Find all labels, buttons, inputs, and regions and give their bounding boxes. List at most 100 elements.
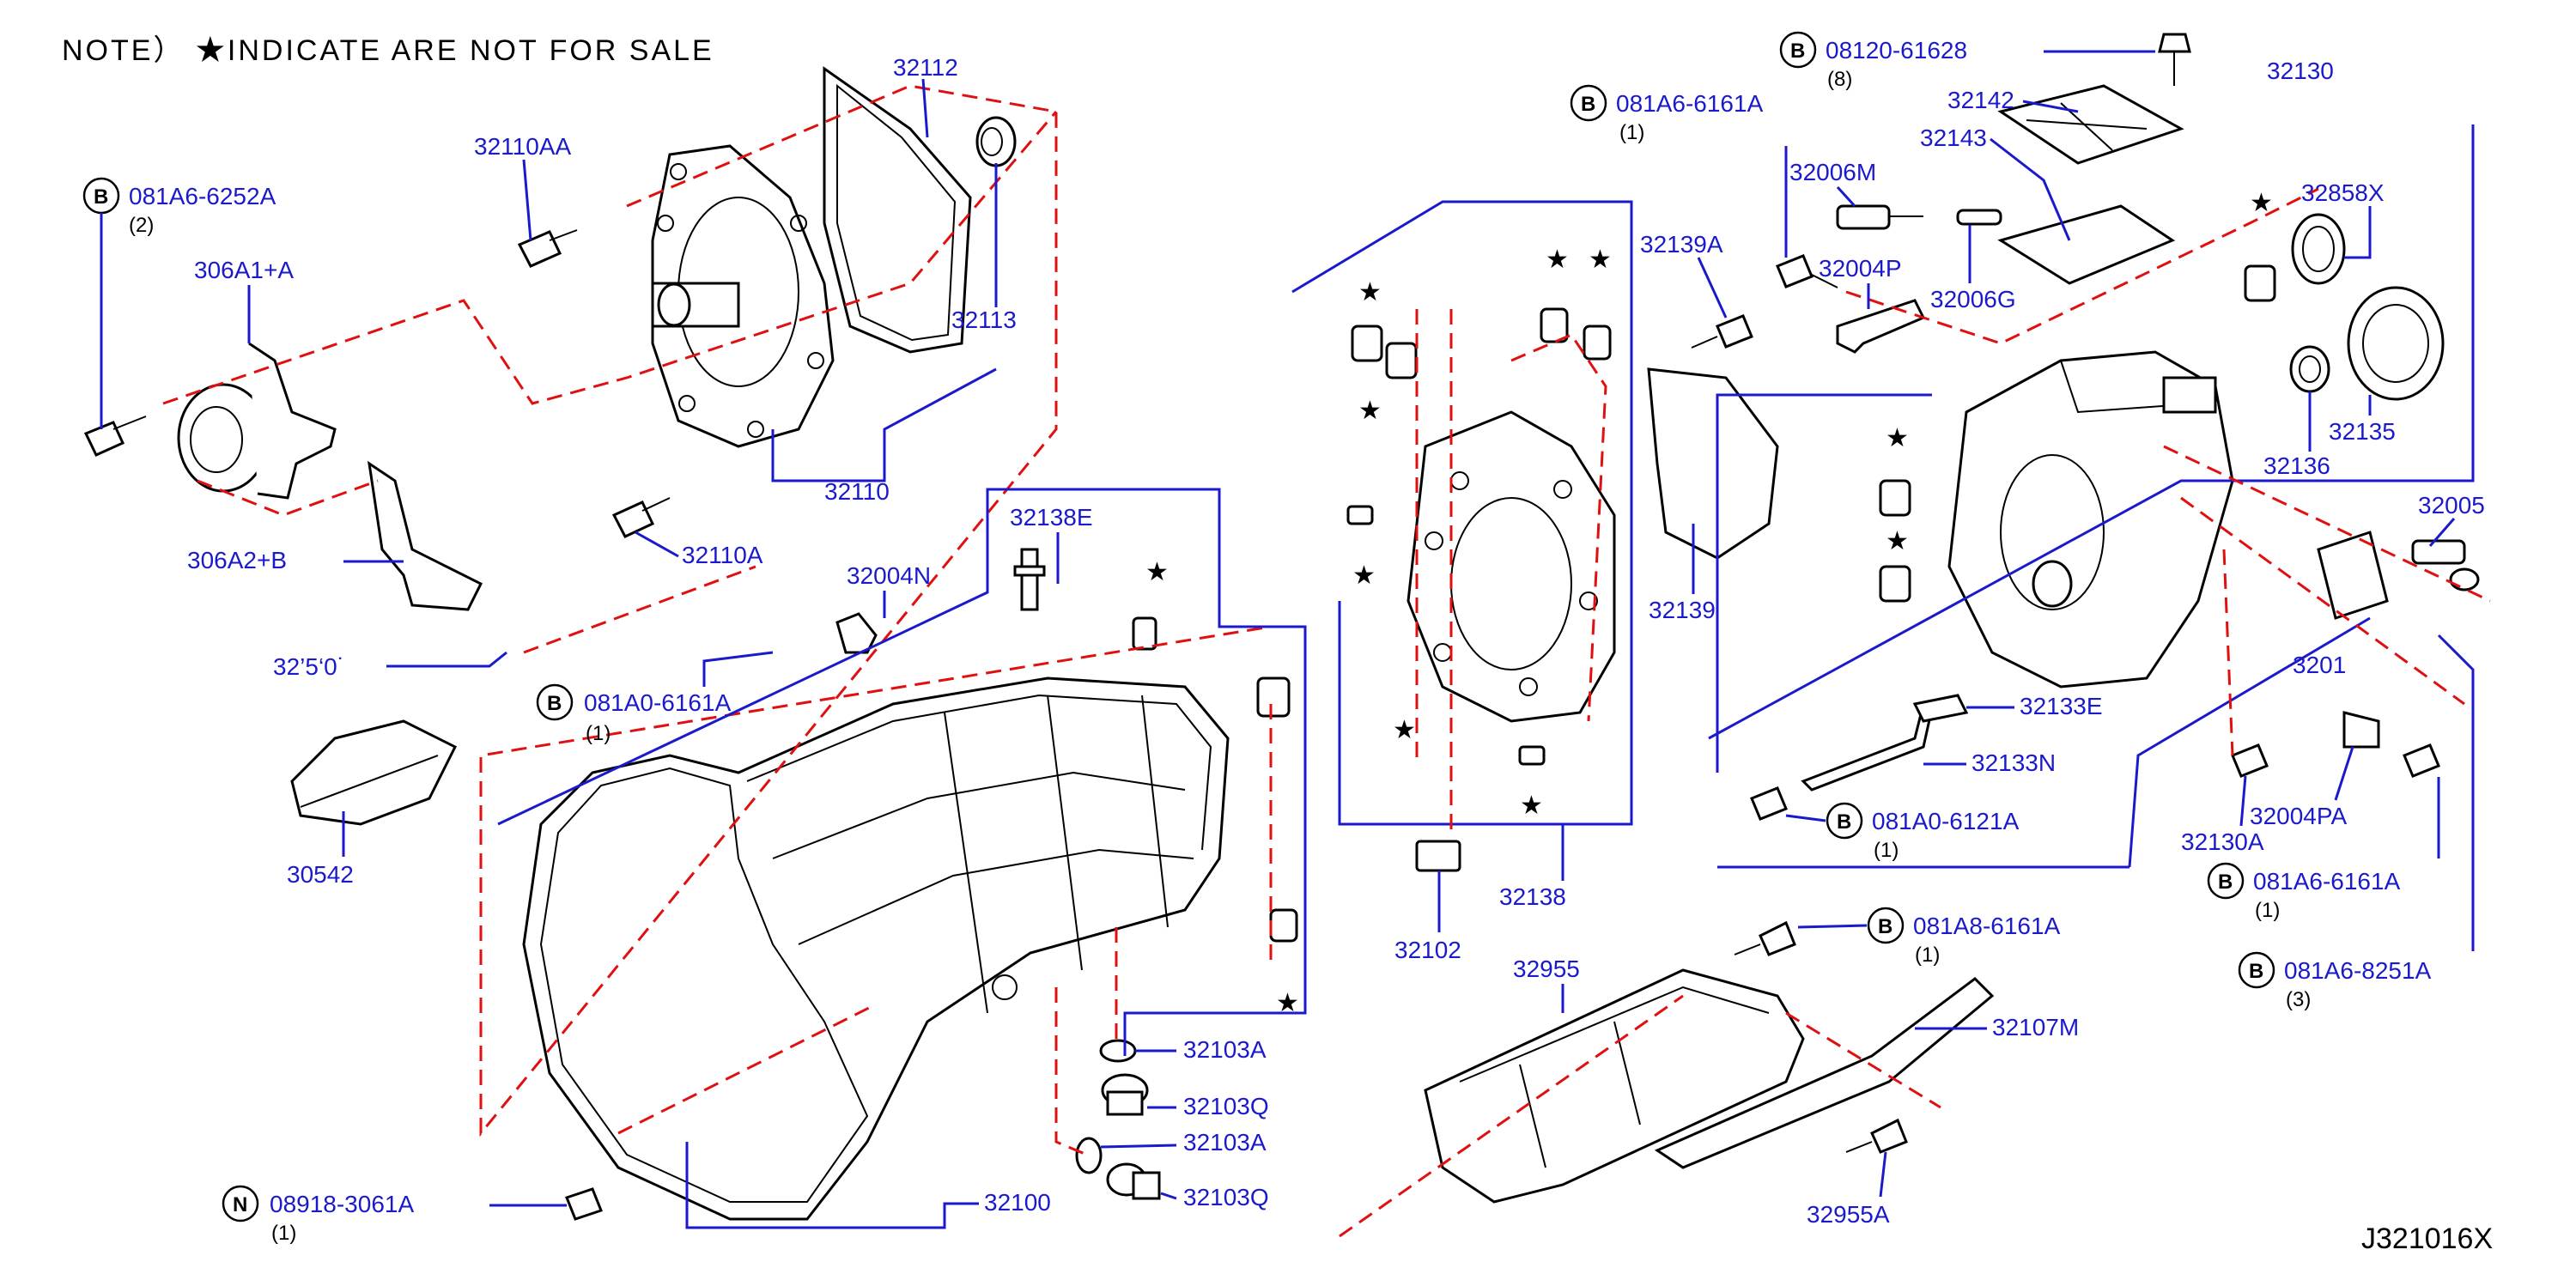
label-32858X: 32858X	[2301, 179, 2385, 206]
bushing-star-1	[1256, 676, 1291, 718]
cover-32142	[1997, 84, 2184, 165]
label-32110: 32110	[824, 478, 890, 505]
plug-08918-3061A	[565, 1187, 603, 1221]
svg-text:081A0-6121A: 081A0-6121A	[1872, 808, 2020, 834]
not-for-sale-star-6: ★	[1589, 245, 1612, 275]
bolt-08120-61628	[2158, 33, 2191, 86]
not-for-sale-star-3: ★	[1358, 277, 1382, 307]
svg-text:08918-3061A: 08918-3061A	[270, 1191, 414, 1217]
pin-32138E	[1013, 548, 1046, 611]
label-32103A-1: 32103A	[1183, 1036, 1267, 1063]
svg-text:B: B	[94, 185, 108, 209]
bolt-32130A	[2231, 743, 2269, 778]
svg-text:B: B	[547, 692, 562, 715]
seal-32136	[2289, 345, 2330, 393]
badge-label-081A6-6161A-right: B 081A6-6161A (1)	[2207, 777, 2440, 922]
not-for-sale-star-10: ★	[2250, 188, 2273, 218]
label-32006M: 32006M	[1789, 159, 1876, 185]
switch-32006M	[1836, 204, 1923, 230]
shift-rod-32133N	[1801, 701, 1934, 792]
bolt-081A6-6252A	[83, 416, 147, 457]
bolt-32110A	[611, 497, 671, 538]
label-3250x: 32’5‘0˙	[273, 653, 345, 680]
transmission-case-32100	[522, 676, 1230, 1221]
rear-housing-32130	[1947, 350, 2234, 689]
badge-label-08918-3061A: N 08918-3061A (1)	[222, 1185, 567, 1245]
not-for-sale-star-12: ★	[1886, 526, 1909, 556]
pin-star-8	[1518, 745, 1546, 766]
label-32955: 32955	[1513, 956, 1580, 982]
label-32107M: 32107M	[1992, 1014, 2079, 1040]
svg-text:B: B	[1878, 915, 1893, 938]
plug-32103Q-2	[1106, 1162, 1161, 1200]
svg-text:(1): (1)	[586, 722, 611, 745]
svg-text:(1): (1)	[1915, 943, 1940, 967]
bolt-32139A	[1691, 314, 1753, 349]
bracket-32004PA	[2342, 711, 2380, 749]
label-32004N: 32004N	[847, 562, 931, 589]
label-32136: 32136	[2263, 452, 2330, 479]
skid-plate-32955	[1424, 968, 1805, 1204]
not-for-sale-star-9: ★	[1520, 791, 1543, 821]
bracket-32107M	[1654, 977, 1995, 1169]
label-32955A: 32955A	[1807, 1201, 1890, 1228]
block-32102	[1415, 840, 1461, 872]
label-32110A: 32110A	[682, 542, 763, 568]
svg-text:B: B	[2249, 960, 2263, 983]
oil-seal-32113	[975, 116, 1017, 167]
bushing-star-9	[2244, 264, 2276, 302]
bushing-star-3	[1351, 325, 1383, 362]
svg-text:081A6-8251A: 081A6-8251A	[2284, 957, 2432, 984]
label-32139A: 32139A	[1640, 231, 1723, 258]
label-306A2B: 306A2+B	[187, 547, 287, 573]
bushing-star-5	[1540, 307, 1569, 343]
badge-label-08120-61628: B 08120-61628 (8)	[1779, 31, 2155, 91]
washer-32103A-1	[1099, 1039, 1137, 1063]
svg-text:081A6-6161A: 081A6-6161A	[1616, 90, 1764, 117]
pin-32006G	[1956, 209, 2002, 226]
label-32103Q-2: 32103Q	[1183, 1184, 1269, 1210]
svg-text:(3): (3)	[2286, 988, 2311, 1011]
badge-label-081A0-6121A: B 081A0-6121A (1)	[1785, 802, 2020, 862]
svg-text:081A0-6161A: 081A0-6161A	[584, 689, 732, 716]
label-32133N: 32133N	[1971, 749, 2056, 776]
svg-text:N: N	[233, 1193, 247, 1216]
release-bearing-306A1A	[177, 342, 337, 500]
label-32138: 32138	[1499, 883, 1566, 910]
not-for-sale-star-5: ★	[1546, 245, 1569, 275]
label-32004P: 32004P	[1819, 255, 1902, 282]
svg-text:B: B	[2218, 871, 2233, 894]
release-fork-306A2B	[368, 460, 483, 611]
svg-text:081A6-6252A: 081A6-6252A	[129, 183, 276, 209]
not-for-sale-star-8: ★	[1393, 715, 1416, 745]
switch-32005	[2411, 539, 2480, 592]
bushing-star-11	[1879, 565, 1911, 603]
seal-32858X	[2291, 213, 2346, 285]
label-306A1A: 306A1+A	[194, 257, 294, 283]
svg-text:(8): (8)	[1827, 68, 1852, 91]
svg-text:(1): (1)	[2255, 899, 2280, 922]
plug-32103Q-1	[1101, 1073, 1149, 1116]
bolt-081A8-6161A	[1734, 920, 1796, 956]
bushing-star-10	[1879, 479, 1911, 517]
svg-text:B: B	[1837, 810, 1851, 834]
badge-label-081A6-8251A: B 081A6-8251A (3)	[2238, 634, 2475, 1011]
label-32100: 32100	[984, 1189, 1051, 1216]
svg-text:081A8-6161A: 081A8-6161A	[1913, 913, 2061, 939]
label-3201x: 3201	[2293, 652, 2346, 678]
dowel-star-1	[1132, 616, 1157, 651]
svg-text:(1): (1)	[1619, 121, 1644, 144]
not-for-sale-star-4: ★	[1358, 396, 1382, 426]
bracket-3201	[2317, 531, 2389, 620]
bracket-32004P	[1836, 299, 1926, 354]
label-32142: 32142	[1947, 87, 2014, 113]
badge-label-081A8-6161A: B 081A8-6161A (1)	[1797, 907, 2061, 967]
label-32005: 32005	[2418, 492, 2485, 519]
label-32110AA: 32110AA	[474, 133, 571, 160]
svg-text:08120-61628: 08120-61628	[1826, 37, 1967, 64]
label-32004PA: 32004PA	[2250, 803, 2347, 829]
extension-housing-32110	[651, 144, 835, 448]
svg-text:081A6-6161A: 081A6-6161A	[2253, 868, 2401, 895]
diagram-code: J321016X	[2361, 1222, 2493, 1255]
